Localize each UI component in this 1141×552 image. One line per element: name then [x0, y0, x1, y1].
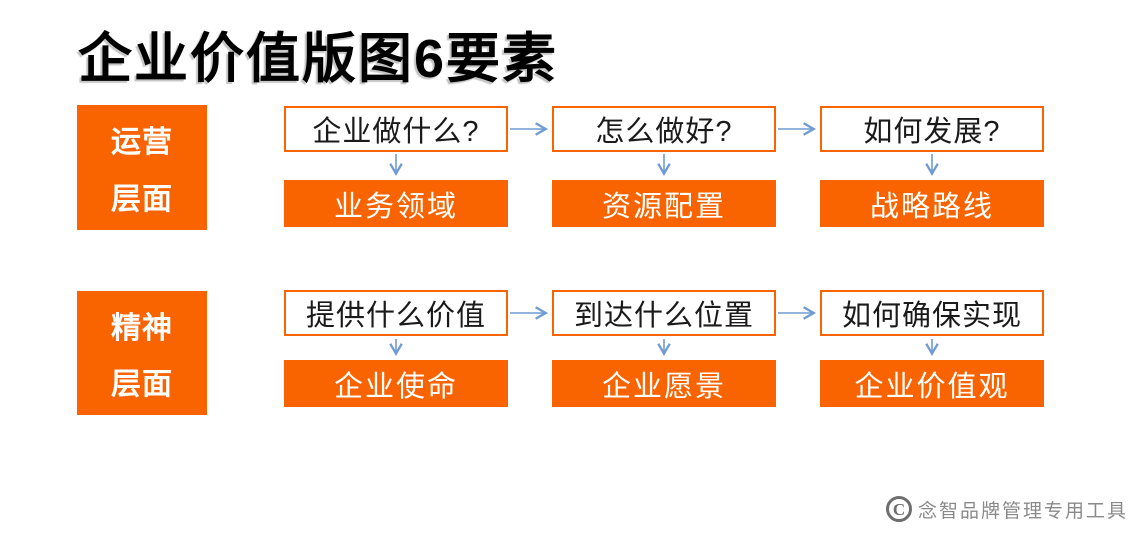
answer-box: 企业使命 — [284, 360, 508, 407]
answer-box: 企业价值观 — [820, 360, 1044, 407]
answer-text: 企业价值观 — [854, 370, 1010, 403]
answer-box: 资源配置 — [552, 180, 776, 227]
answer-text: 战略路线 — [869, 190, 994, 223]
question-box: 到达什么位置 — [552, 290, 776, 336]
question-box: 怎么做好? — [552, 106, 776, 152]
question-text: 提供什么价值 — [305, 300, 486, 332]
question-text: 怎么做好? — [595, 116, 733, 148]
question-text: 到达什么位置 — [573, 300, 754, 332]
question-box: 企业做什么? — [284, 106, 508, 152]
answer-text: 业务领域 — [333, 190, 458, 223]
watermark: C 念智品牌管理专用工具 — [886, 493, 1128, 525]
row-label-line: 层面 — [111, 368, 173, 401]
answer-text: 企业使命 — [333, 370, 458, 403]
page-title: 企业价值版图6要素 — [78, 29, 559, 89]
row-label-spiritual: 精神 层面 — [77, 291, 207, 415]
answer-box: 战略路线 — [820, 180, 1044, 227]
question-text: 企业做什么? — [312, 116, 480, 148]
answer-box: 业务领域 — [284, 180, 508, 227]
row-label-operations: 运营 层面 — [77, 105, 207, 230]
question-text: 如何确保实现 — [841, 300, 1022, 332]
question-box: 如何确保实现 — [820, 290, 1044, 336]
question-box: 如何发展? — [820, 106, 1044, 152]
row-label-line: 层面 — [111, 182, 173, 216]
question-text: 如何发展? — [863, 116, 1001, 148]
question-box: 提供什么价值 — [284, 290, 508, 336]
answer-text: 企业愿景 — [601, 370, 726, 403]
answer-box: 企业愿景 — [552, 360, 776, 407]
copyright-icon: C — [886, 496, 912, 522]
answer-text: 资源配置 — [601, 190, 726, 223]
watermark-text: 念智品牌管理专用工具 — [918, 500, 1129, 522]
row-label-line: 精神 — [111, 312, 173, 345]
row-label-line: 运营 — [111, 126, 173, 160]
